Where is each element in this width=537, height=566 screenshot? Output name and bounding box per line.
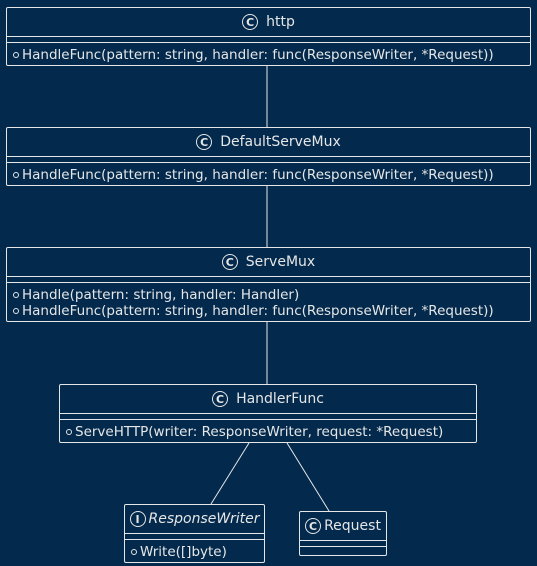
class-header: C ServeMux [7, 248, 530, 277]
public-visibility-icon [13, 292, 19, 298]
fields-compartment [300, 541, 386, 547]
class-name: Request [324, 518, 381, 534]
class-stereotype-icon: C [305, 518, 322, 534]
class-header: I ResponseWriter [125, 505, 264, 534]
class-header: C Request [300, 512, 386, 541]
class-name: HandlerFunc [236, 391, 324, 407]
method: HandleFunc(pattern: string, handler: fun… [13, 167, 530, 183]
class-stereotype-icon: C [221, 254, 238, 270]
method-signature: ServeHTTP(writer: ResponseWriter, reques… [75, 424, 444, 440]
edge-handlerfunc-request [286, 442, 330, 512]
class-name: ResponseWriter [148, 511, 260, 527]
edge-handlerfunc-responsewriter [210, 442, 250, 505]
class-stereotype-icon: C [212, 391, 229, 407]
method: Handle(pattern: string, handler: Handler… [13, 287, 530, 303]
class-name: DefaultServeMux [220, 134, 341, 150]
class-header: C DefaultServeMux [7, 128, 530, 157]
method: HandleFunc(pattern: string, handler: fun… [13, 303, 530, 319]
class-header: C HandlerFunc [60, 385, 476, 414]
fields-compartment [7, 277, 530, 283]
public-visibility-icon [131, 549, 137, 555]
methods-compartment [300, 547, 386, 553]
methods-compartment: Handle(pattern: string, handler: Handler… [7, 283, 530, 322]
class-servemux[interactable]: C ServeMux Handle(pattern: string, handl… [6, 247, 531, 322]
class-stereotype-icon: C [196, 134, 213, 150]
fields-compartment [60, 414, 476, 420]
method: HandleFunc(pattern: string, handler: fun… [13, 47, 530, 63]
class-stereotype-icon: C [242, 14, 259, 30]
fields-compartment [7, 37, 530, 43]
method: ServeHTTP(writer: ResponseWriter, reques… [66, 424, 476, 440]
class-name: ServeMux [245, 254, 316, 270]
class-http[interactable]: C http HandleFunc(pattern: string, handl… [6, 7, 531, 66]
method-signature: HandleFunc(pattern: string, handler: fun… [22, 47, 494, 63]
method-signature: Handle(pattern: string, handler: Handler… [22, 287, 300, 303]
fields-compartment [7, 157, 530, 163]
method-signature: HandleFunc(pattern: string, handler: fun… [22, 167, 494, 183]
class-header: C http [7, 8, 530, 37]
interface-responsewriter[interactable]: I ResponseWriter Write([]byte) [124, 504, 265, 563]
methods-compartment: Write([]byte) [125, 540, 264, 563]
methods-compartment: ServeHTTP(writer: ResponseWriter, reques… [60, 420, 476, 443]
methods-compartment: HandleFunc(pattern: string, handler: fun… [7, 43, 530, 66]
method-signature: HandleFunc(pattern: string, handler: fun… [22, 303, 494, 319]
method-signature: Write([]byte) [140, 544, 227, 560]
public-visibility-icon [13, 308, 19, 314]
public-visibility-icon [66, 429, 72, 435]
method: Write([]byte) [131, 544, 264, 560]
public-visibility-icon [13, 172, 19, 178]
public-visibility-icon [13, 52, 19, 58]
methods-compartment: HandleFunc(pattern: string, handler: fun… [7, 163, 530, 186]
fields-compartment [125, 534, 264, 540]
class-defaultservemux[interactable]: C DefaultServeMux HandleFunc(pattern: st… [6, 127, 531, 186]
class-request[interactable]: C Request [299, 511, 387, 556]
class-name: http [266, 14, 295, 30]
class-handlerfunc[interactable]: C HandlerFunc ServeHTTP(writer: Response… [59, 384, 477, 443]
interface-stereotype-icon: I [129, 511, 146, 527]
